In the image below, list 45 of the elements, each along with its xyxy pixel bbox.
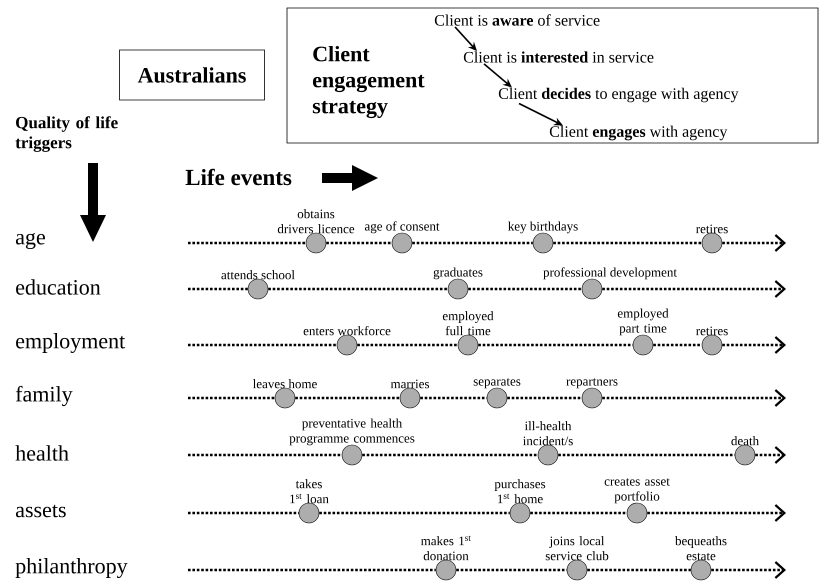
event-label: attends school [221, 270, 295, 280]
row-label: age [16, 232, 45, 250]
row-label: education [16, 279, 100, 295]
event-label: creates asset portfolio [604, 478, 670, 504]
timeline-arrow [722, 234, 786, 252]
row-label: family [16, 386, 73, 406]
event-label: purchases 1$^{st}$ home [494, 479, 546, 504]
timeline-arrow [602, 280, 786, 298]
timeline-arrow [602, 389, 786, 407]
event-label: makes 1$^{st}$ donation [420, 536, 471, 560]
event-label: enters workforce [304, 326, 390, 336]
stage-text: Client decides to engage with agency [498, 88, 739, 102]
axis-heading: Life events [186, 168, 292, 186]
event-label: separates [474, 378, 520, 388]
timeline-arrow [755, 446, 786, 464]
row-label: assets [16, 504, 66, 518]
timeline-arrow [722, 336, 786, 354]
event-label: graduates [434, 267, 482, 280]
event-label: obtains drivers licence [278, 209, 354, 234]
row-label: health [15, 445, 69, 461]
timeline-arrow [711, 561, 786, 579]
title-box: Australians [119, 50, 265, 100]
row-label: philanthropy [16, 558, 128, 578]
event-label: retires [696, 326, 728, 336]
row-label: employment [16, 333, 126, 354]
event-label: retires [696, 224, 728, 234]
event-label: employed part time [618, 308, 668, 336]
stage-text: Client is interested in service [464, 51, 654, 63]
event-label: professional development [543, 267, 677, 280]
event-label: bequeaths estate [675, 536, 727, 560]
event-label: ill-health incident/s [523, 421, 573, 446]
axis-heading: Quality of life triggers [15, 116, 118, 152]
event-label: age of consent [364, 221, 440, 234]
event-label: joins local service club [546, 536, 608, 560]
event-label: key birthdays [508, 221, 578, 234]
stage-text: Client is aware of service [434, 14, 600, 26]
event-label: leaves home [252, 379, 317, 388]
event-label: repartners [566, 378, 618, 388]
event-label: preventative health programme commences [289, 418, 414, 446]
event-label: marries [390, 380, 430, 388]
timeline-arrow [647, 504, 786, 522]
event-label: death [731, 436, 759, 446]
event-label: employed full time [442, 311, 494, 336]
event-label: takes 1$^{st}$ loan [290, 479, 329, 504]
stage-text: Client engages with agency [550, 126, 728, 140]
